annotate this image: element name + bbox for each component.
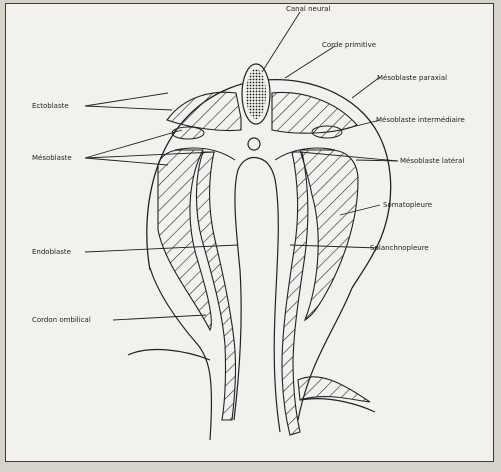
left-paraxial-mesoblast: [167, 92, 241, 130]
label-corde-primitive: Corde primitive: [322, 41, 376, 49]
right-hatched-fold: [298, 377, 370, 402]
label-mesoblaste-paraxial: Mésoblaste paraxial: [377, 74, 447, 82]
label-mesoblaste: Mésoblaste: [32, 154, 72, 162]
label-mesoblaste-intermediaire: Mésoblaste intermédiaire: [376, 116, 465, 124]
right-intermediate-mesoblast: [312, 126, 342, 138]
label-ectoblaste: Ectoblaste: [32, 102, 69, 110]
label-canal-neural: Canal neural: [286, 5, 330, 13]
right-outer-fold: [298, 288, 352, 420]
label-splanchnopleure: Splanchnopleure: [370, 244, 429, 252]
label-somatopleure: Somatopleure: [383, 201, 432, 209]
endoblast-outline: [234, 158, 280, 433]
left-outer-fold: [128, 350, 210, 360]
label-mesoblaste-lateral: Mésoblaste latéral: [400, 157, 464, 165]
label-endoblaste: Endoblaste: [32, 248, 71, 256]
notochord: [248, 138, 260, 150]
label-cordon-ombilical: Cordon ombilical: [32, 316, 91, 324]
neural-canal-stippled: [246, 69, 266, 119]
left-intermediate-mesoblast: [172, 127, 204, 139]
